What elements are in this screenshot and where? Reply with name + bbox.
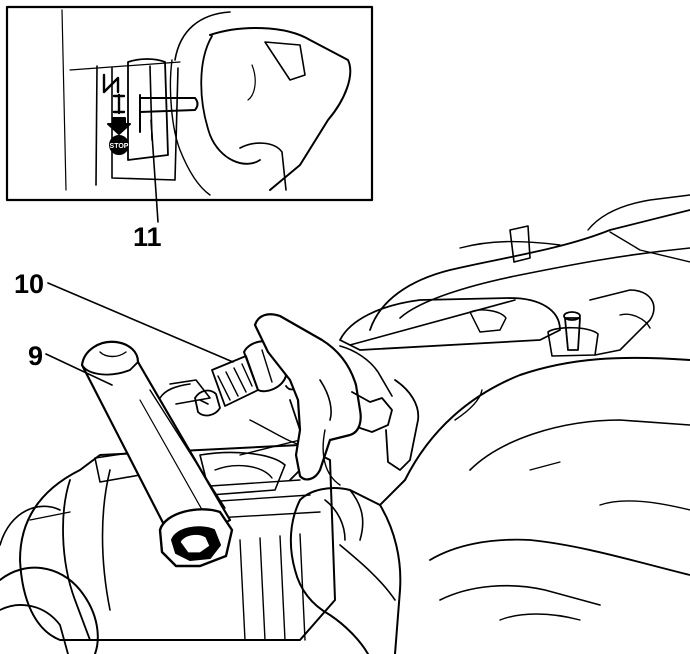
callout-label-9: 9 [28, 341, 44, 371]
callout-label-11: 11 [133, 222, 162, 252]
stop-sign-icon [109, 135, 129, 155]
hand-right [289, 356, 690, 654]
hand-left [253, 313, 420, 486]
inset-detail: STOP [5, 5, 374, 202]
engine-illustration [0, 194, 690, 654]
inset-frame [5, 5, 374, 202]
run-symbol-icon [102, 73, 120, 94]
leader-line-9 [45, 353, 113, 386]
callout-label-10: 10 [14, 269, 45, 299]
leader-line-11 [150, 119, 159, 223]
spark-plug-wrench [80, 340, 234, 568]
stop-sign-label: STOP [110, 143, 129, 150]
arrow-down-icon [107, 117, 131, 135]
leader-line-10 [47, 282, 234, 363]
